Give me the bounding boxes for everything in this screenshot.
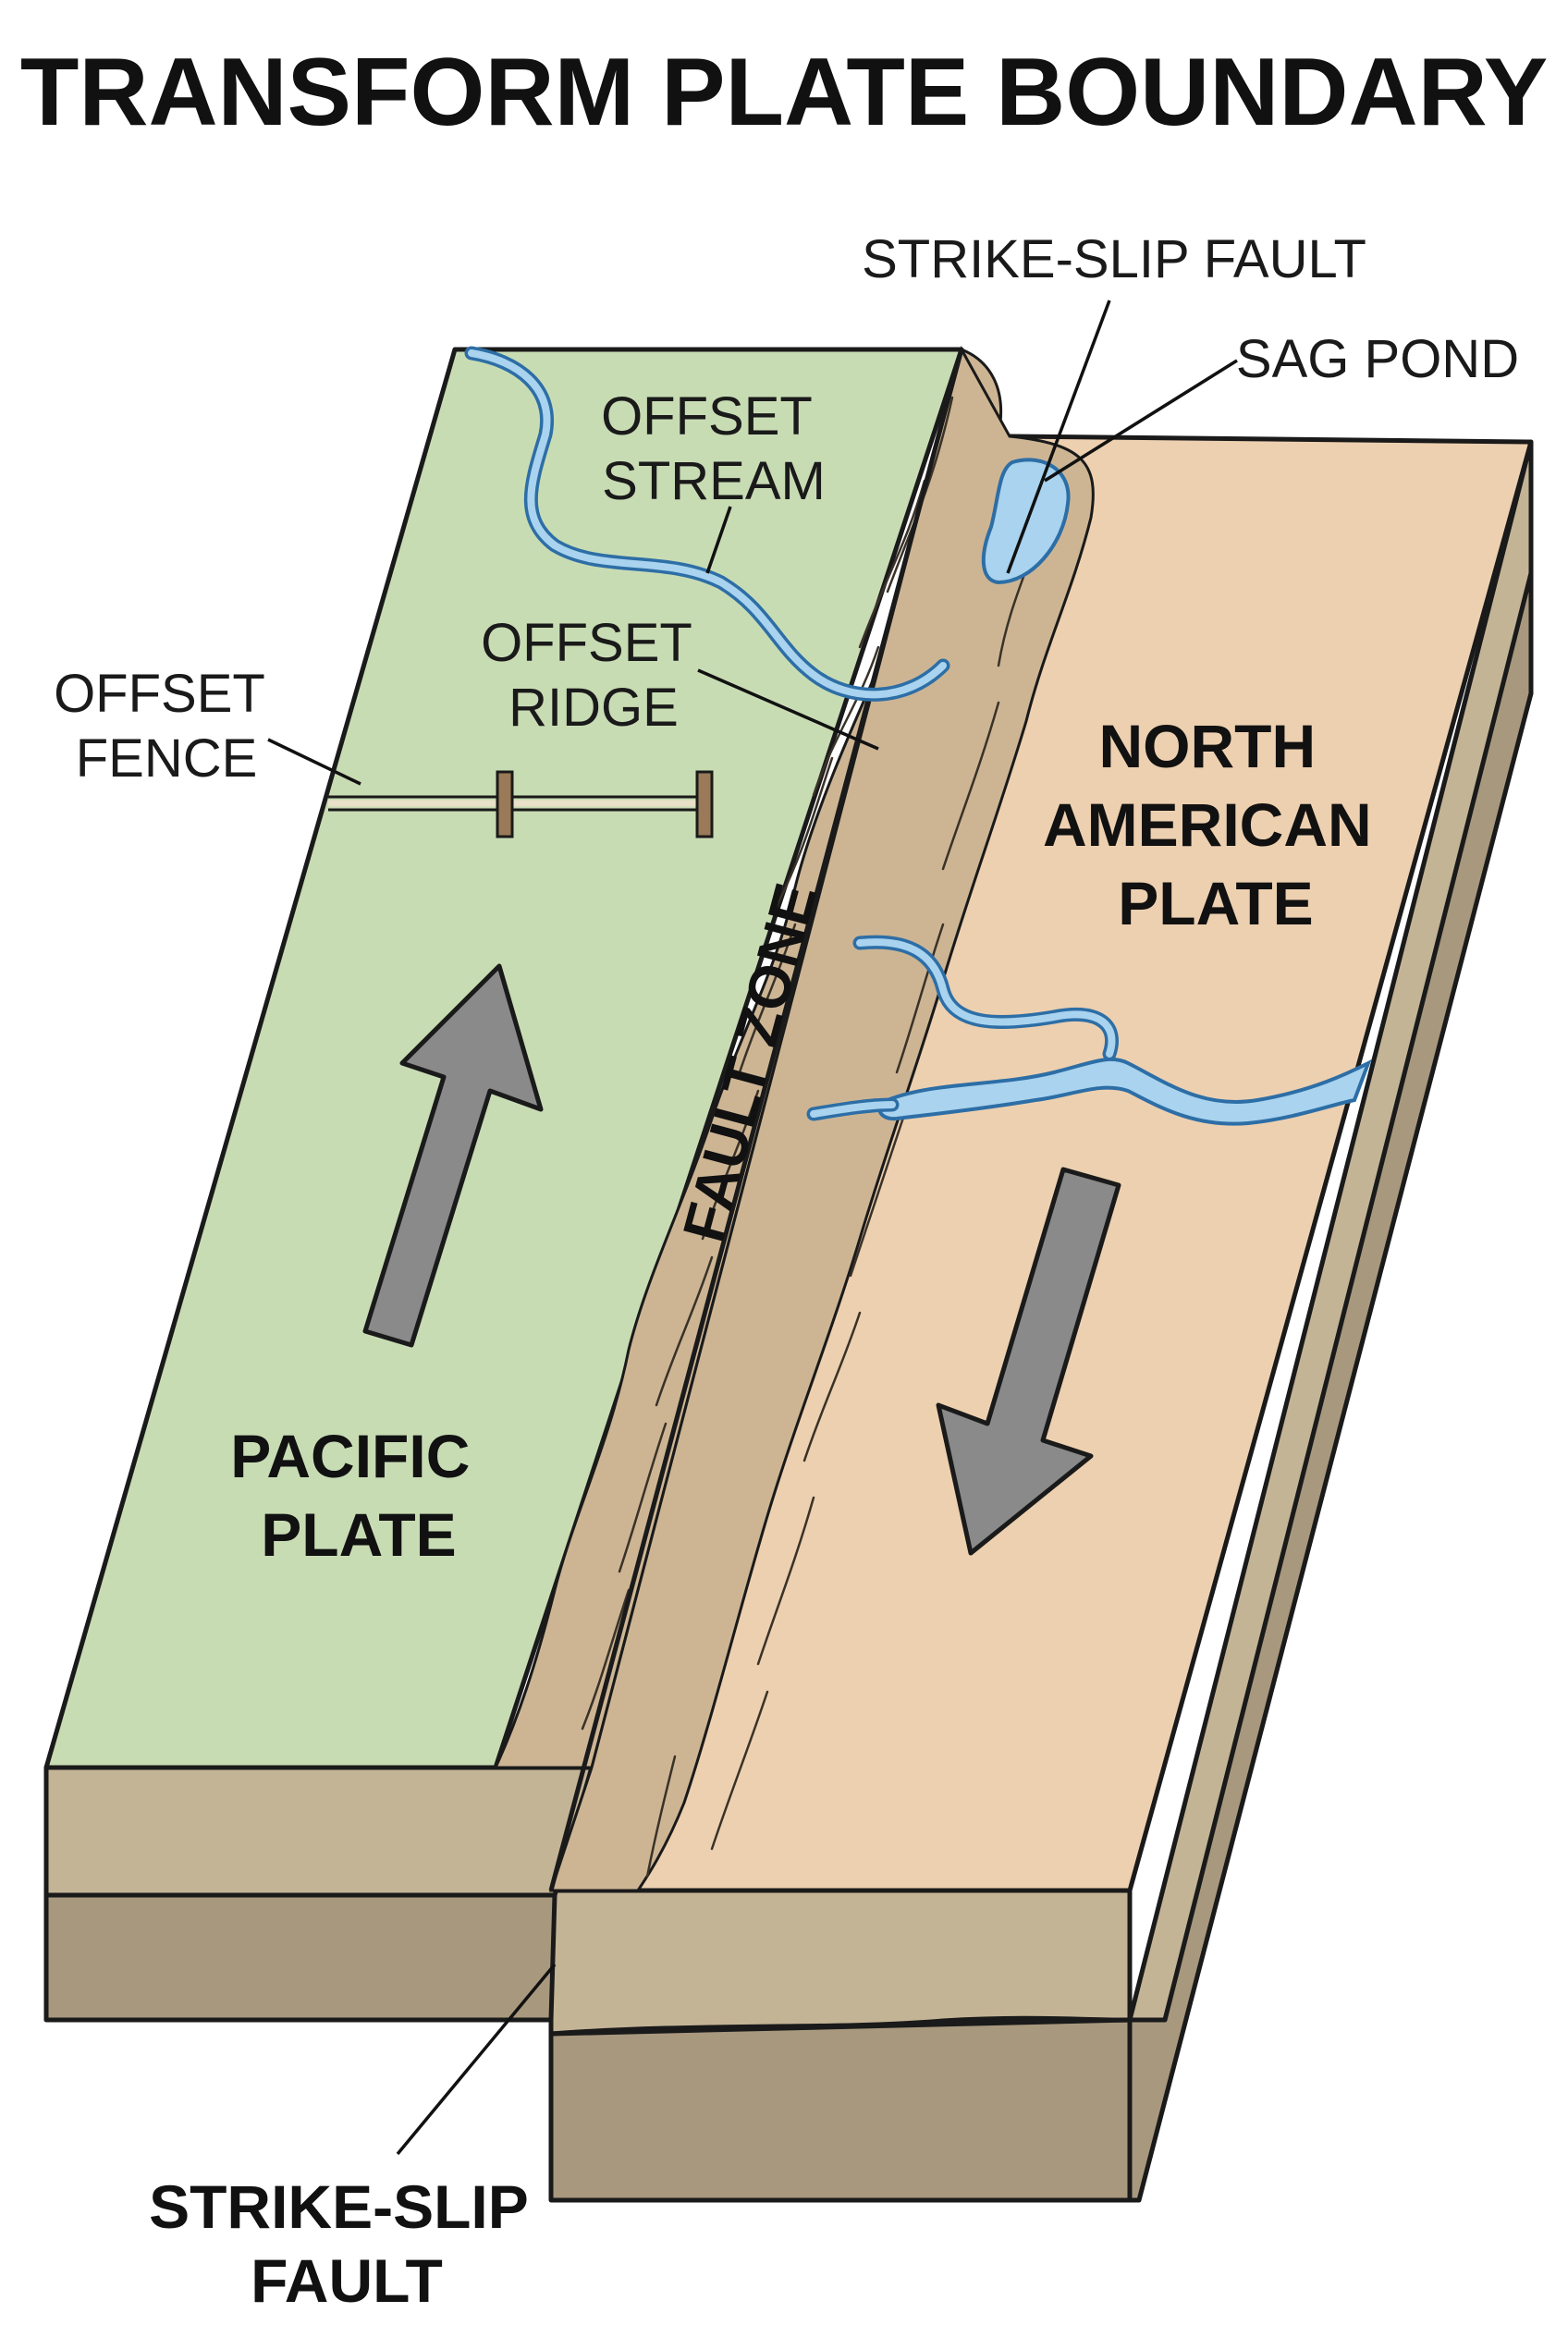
leader-offset-fence xyxy=(267,738,361,786)
na-front-upper xyxy=(548,1888,1133,2037)
fault-crack xyxy=(618,1422,668,1573)
na-front-lower xyxy=(548,2017,1133,2203)
offset-stream xyxy=(464,346,950,702)
fault-crack xyxy=(581,1588,631,1731)
fence-post xyxy=(695,770,714,838)
label-strike-slip-fault-bottom: STRIKE-SLIP FAULT xyxy=(149,2172,545,2315)
label-offset-fence: OFFSET FENCE xyxy=(54,664,279,789)
leader-offset-stream xyxy=(705,506,732,574)
fault-crack xyxy=(756,1496,815,1666)
pacific-front-upper xyxy=(43,1765,594,1898)
fault-crack xyxy=(802,1311,862,1462)
fault-crack xyxy=(645,1755,677,1878)
fault-crack xyxy=(775,756,834,908)
fault-crack xyxy=(701,1089,760,1241)
fence-post xyxy=(496,770,514,838)
leader-strike-slip-fault-top xyxy=(1006,300,1111,574)
fault-crack xyxy=(710,1690,769,1851)
leader-sag-pond xyxy=(1044,359,1238,483)
page-title: TRANSFORM PLATE BOUNDARY xyxy=(20,39,1548,146)
offset-stream-continuation xyxy=(806,935,1372,1126)
fault-crack xyxy=(655,1255,714,1407)
north-american-plate-block xyxy=(548,434,1534,2203)
arrow-up-icon xyxy=(362,963,544,1348)
label-strike-slip-fault-top: STRIKE-SLIP FAULT xyxy=(862,229,1366,289)
label-sag-pond: SAG POND xyxy=(1236,329,1519,389)
fault-crack xyxy=(941,701,1000,871)
label-offset-ridge: OFFSET RIDGE xyxy=(481,613,706,738)
fault-zone-right-strip xyxy=(548,345,1095,1892)
fault-zone xyxy=(493,345,1095,1892)
fault-crack xyxy=(812,645,880,797)
fault-crack xyxy=(738,923,797,1074)
strike-slip-fault-line xyxy=(548,349,964,1891)
fault-crack xyxy=(849,1107,908,1278)
pacific-front-lower xyxy=(43,1892,557,2023)
fault-crack xyxy=(895,923,945,1074)
label-offset-stream: OFFSET STREAM xyxy=(601,386,827,511)
leader-offset-ridge xyxy=(697,668,879,751)
label-pacific-plate: PACIFIC PLATE xyxy=(230,1422,486,1569)
fault-crack xyxy=(858,479,926,649)
offset-fence xyxy=(328,770,714,838)
na-front-boundary xyxy=(550,2015,1131,2037)
stream-wide-channel xyxy=(877,1057,1372,1126)
leader-strike-slip-fault-bottom xyxy=(396,1963,557,2156)
arrow-down-icon xyxy=(936,1167,1121,1556)
label-north-american-plate: NORTH AMERICAN PLATE xyxy=(1043,712,1389,937)
